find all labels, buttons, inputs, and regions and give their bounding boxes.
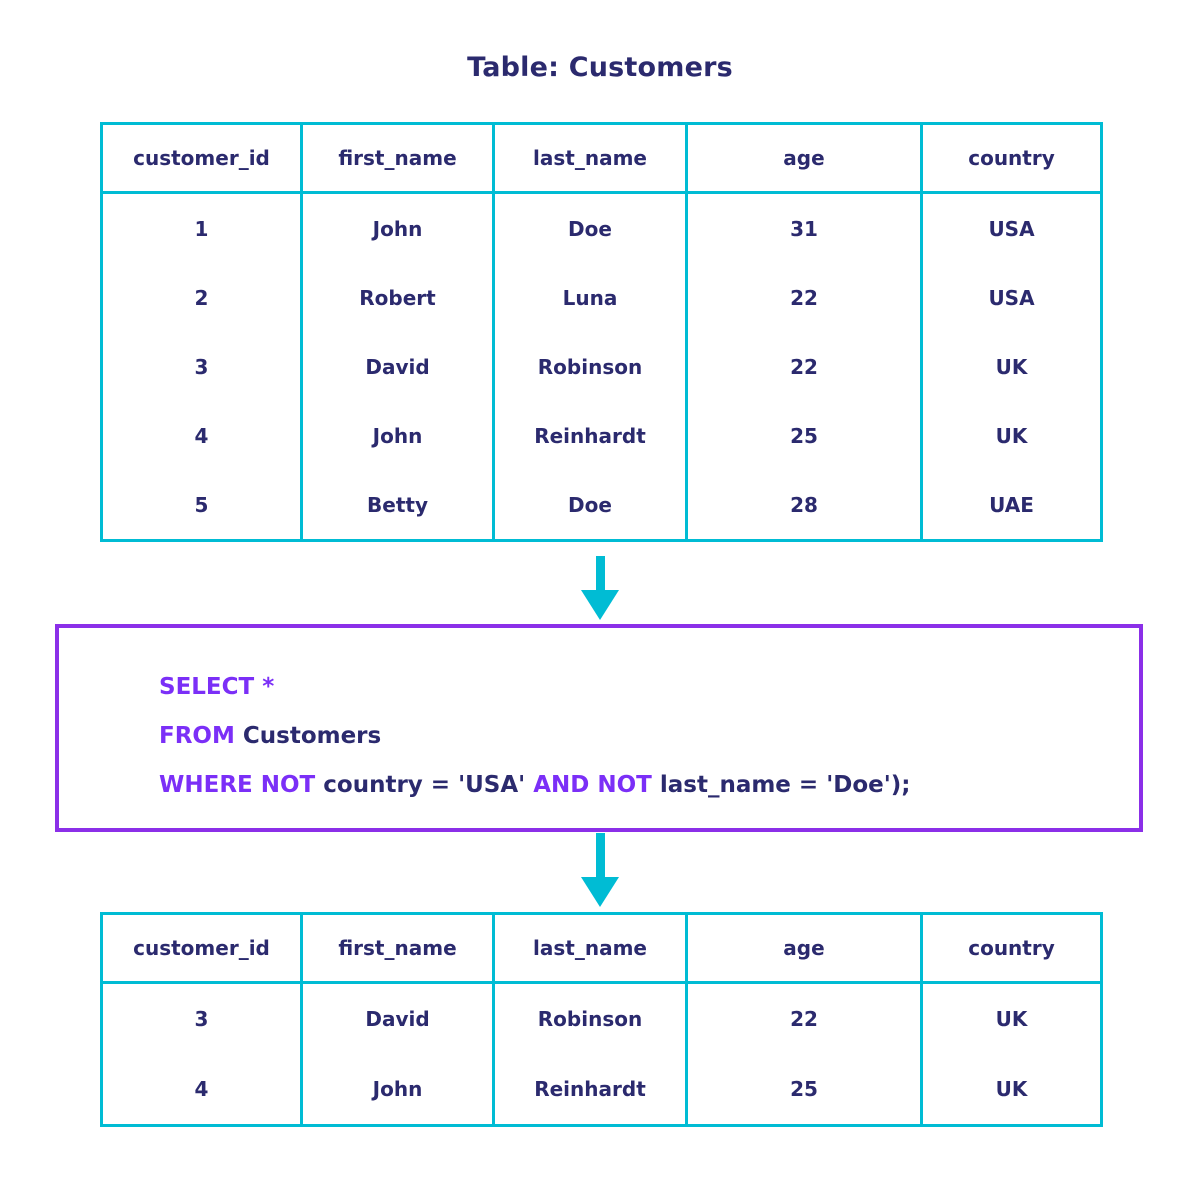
cell-customer-id: 3 bbox=[101, 982, 303, 1054]
cell-customer-id: 2 bbox=[101, 263, 303, 332]
arrow-head bbox=[581, 877, 619, 907]
column-header-age: age bbox=[686, 123, 923, 194]
cell-last-name: Robinson bbox=[493, 982, 688, 1054]
sql-keyword-from: FROM bbox=[159, 723, 243, 749]
table-header-row: customer_id first_name last_name age cou… bbox=[101, 123, 1102, 194]
arrow-down-icon bbox=[581, 833, 619, 907]
cell-last-name: Luna bbox=[493, 263, 688, 332]
column-header-age: age bbox=[686, 913, 923, 984]
sql-condition-country: country = 'USA' bbox=[323, 772, 534, 798]
sql-keyword-select: SELECT * bbox=[159, 674, 275, 700]
cell-first-name: Betty bbox=[301, 470, 495, 541]
cell-last-name: Robinson bbox=[493, 332, 688, 401]
sql-condition-last-name: last_name = 'Doe'); bbox=[659, 772, 911, 798]
cell-first-name: David bbox=[301, 982, 495, 1054]
cell-customer-id: 5 bbox=[101, 470, 303, 541]
table-row: 4 John Reinhardt 25 UK bbox=[101, 1054, 1102, 1126]
table-row: 4 John Reinhardt 25 UK bbox=[101, 401, 1102, 470]
cell-customer-id: 1 bbox=[101, 192, 303, 263]
column-header-last-name: last_name bbox=[493, 913, 688, 984]
cell-country: UAE bbox=[989, 492, 1034, 517]
sql-keyword-where-not: WHERE NOT bbox=[159, 772, 324, 798]
table-row: 3 David Robinson 22 UK bbox=[101, 982, 1102, 1054]
cell-first-name: John bbox=[301, 192, 495, 263]
sql-query-text: SELECT * FROM Customers WHERE NOT countr… bbox=[159, 663, 910, 810]
column-header-customer-id: customer_id bbox=[101, 123, 303, 194]
cell-customer-id: 3 bbox=[101, 332, 303, 401]
cell-country: UK bbox=[995, 1007, 1028, 1031]
table-row: 2 Robert Luna 22 USA bbox=[101, 263, 1102, 332]
arrow-head bbox=[581, 590, 619, 620]
cell-age: 22 bbox=[686, 332, 923, 401]
column-header-first-name: first_name bbox=[301, 123, 495, 194]
table-row: 3 David Robinson 22 UK bbox=[101, 332, 1102, 401]
sql-keyword-and-not: AND NOT bbox=[533, 772, 660, 798]
source-customers-table: customer_id first_name last_name age cou… bbox=[100, 122, 1103, 542]
sql-line-select: SELECT * bbox=[159, 663, 910, 712]
column-header-last-name: last_name bbox=[493, 123, 688, 194]
arrow-down-icon bbox=[581, 556, 619, 620]
cell-first-name: John bbox=[301, 401, 495, 470]
cell-country: UK bbox=[995, 354, 1028, 379]
cell-first-name: Robert bbox=[301, 263, 495, 332]
result-table: customer_id first_name last_name age cou… bbox=[100, 912, 1103, 1127]
sql-line-where: WHERE NOT country = 'USA' AND NOT last_n… bbox=[159, 761, 910, 810]
cell-country: USA bbox=[988, 285, 1035, 310]
cell-last-name: Doe bbox=[493, 192, 688, 263]
cell-last-name: Reinhardt bbox=[493, 401, 688, 470]
table-header-row: customer_id first_name last_name age cou… bbox=[101, 913, 1102, 984]
cell-first-name: David bbox=[301, 332, 495, 401]
cell-first-name: John bbox=[301, 1054, 495, 1126]
cell-country: UK bbox=[995, 1077, 1028, 1101]
column-header-country: country bbox=[921, 123, 1102, 194]
column-header-country: country bbox=[921, 913, 1102, 984]
cell-age: 28 bbox=[686, 470, 923, 541]
cell-age: 25 bbox=[686, 401, 923, 470]
cell-age: 22 bbox=[686, 263, 923, 332]
sql-query-box: SELECT * FROM Customers WHERE NOT countr… bbox=[55, 624, 1143, 832]
cell-age: 31 bbox=[686, 192, 923, 263]
cell-customer-id: 4 bbox=[101, 401, 303, 470]
column-header-customer-id: customer_id bbox=[101, 913, 303, 984]
cell-age: 25 bbox=[686, 1054, 923, 1126]
cell-country: USA bbox=[988, 216, 1035, 241]
page-title: Table: Customers bbox=[467, 52, 733, 83]
cell-last-name: Reinhardt bbox=[493, 1054, 688, 1126]
sql-table-name: Customers bbox=[242, 723, 382, 749]
table-row: 5 Betty Doe 28 UAE bbox=[101, 470, 1102, 541]
column-header-first-name: first_name bbox=[301, 913, 495, 984]
cell-age: 22 bbox=[686, 982, 923, 1054]
cell-last-name: Doe bbox=[493, 470, 688, 541]
sql-line-from: FROM Customers bbox=[159, 712, 910, 761]
cell-country: UK bbox=[995, 423, 1028, 448]
table-row: 1 John Doe 31 USA bbox=[101, 192, 1102, 263]
cell-customer-id: 4 bbox=[101, 1054, 303, 1126]
arrow-shaft bbox=[596, 833, 605, 877]
arrow-shaft bbox=[596, 556, 605, 590]
